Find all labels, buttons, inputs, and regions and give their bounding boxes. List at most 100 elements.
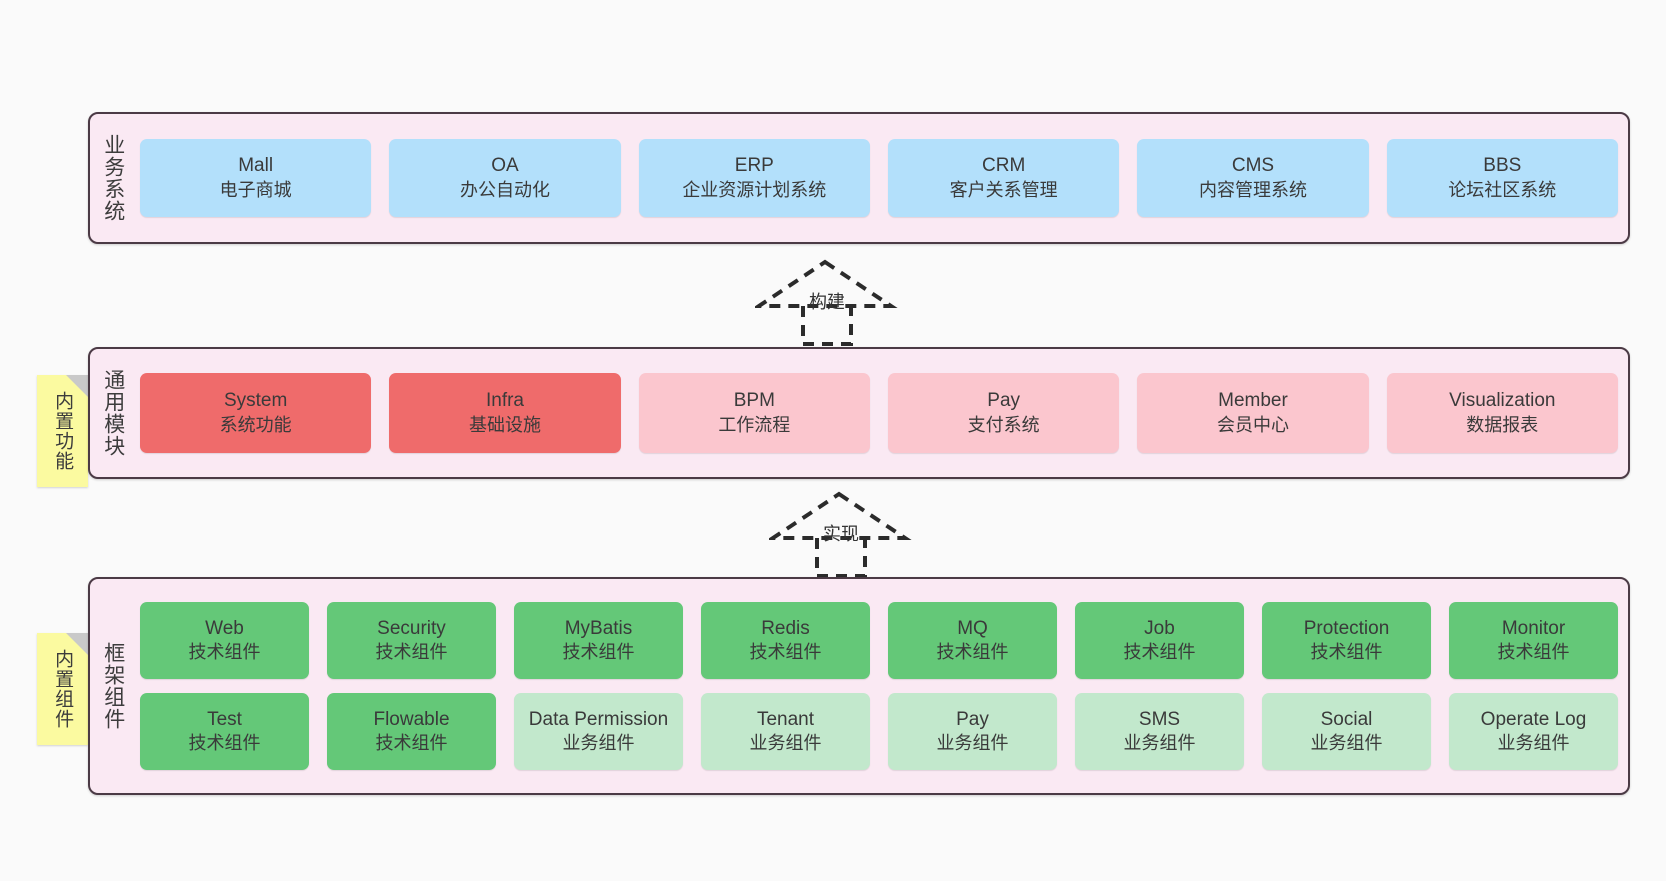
card-title: Job: [1144, 617, 1175, 639]
card-subtitle: 业务组件: [562, 733, 635, 754]
component-card-test[interactable]: Test 技术组件: [140, 693, 309, 770]
connector-build-arrow: [752, 259, 898, 346]
component-card-monitor[interactable]: Monitor 技术组件: [1449, 602, 1618, 679]
connector-build: 构建: [752, 258, 905, 348]
card-title: Redis: [761, 617, 810, 639]
card-subtitle: 内容管理系统: [1198, 179, 1307, 200]
card-title: SMS: [1138, 708, 1181, 730]
component-card-pay[interactable]: Pay 业务组件: [888, 693, 1057, 770]
card-title: BPM: [733, 390, 775, 412]
component-card-security[interactable]: Security 技术组件: [327, 602, 496, 679]
layer-common-module-label: 通用模块: [101, 369, 125, 457]
card-title: OA: [491, 155, 519, 177]
card-subtitle: 技术组件: [1497, 642, 1570, 663]
card-subtitle: 技术组件: [375, 642, 448, 663]
connector-implement-arrow: [766, 491, 912, 578]
card-title: Social: [1320, 708, 1373, 730]
card-subtitle: 办公自动化: [459, 179, 550, 200]
card-title: CRM: [982, 155, 1026, 177]
card-title: Pay: [987, 390, 1021, 412]
connector-implement: 实现: [766, 490, 919, 580]
card-subtitle: 业务组件: [1497, 733, 1570, 754]
card-subtitle: 论坛社区系统: [1448, 179, 1557, 200]
card-title: Infra: [485, 390, 524, 412]
component-card-flowable[interactable]: Flowable 技术组件: [327, 693, 496, 770]
card-subtitle: 业务组件: [936, 733, 1009, 754]
card-subtitle: 系统功能: [219, 414, 292, 435]
card-title: Operate Log: [1480, 708, 1587, 730]
card-subtitle: 技术组件: [375, 733, 448, 754]
connector-build-label: 构建: [809, 292, 845, 312]
sticky-note-builtin-components: 内置组件: [37, 633, 88, 745]
note-fold-corner-icon: [66, 375, 88, 397]
card-title: Mall: [238, 155, 274, 177]
sticky-note-builtin-components-text: 内置组件: [52, 649, 74, 729]
card-title: Protection: [1303, 617, 1390, 639]
card-title: Monitor: [1501, 617, 1566, 639]
component-card-job[interactable]: Job 技术组件: [1075, 602, 1244, 679]
card-subtitle: 数据报表: [1466, 414, 1539, 435]
note-fold-corner-icon: [66, 633, 88, 655]
card-title: Web: [205, 617, 244, 639]
component-card-web[interactable]: Web 技术组件: [140, 602, 309, 679]
card-subtitle: 工作流程: [718, 414, 791, 435]
card-title: Flowable: [373, 708, 450, 730]
layer-framework-component[interactable]: 框架组件 Web 技术组件 Security 技术组件 MyBatis 技术组件 Redis…: [88, 577, 1630, 795]
card-subtitle: 电子商城: [219, 179, 292, 200]
sticky-note-builtin-features-text: 内置功能: [52, 391, 74, 471]
sticky-note-builtin-features: 内置功能: [37, 375, 88, 487]
card-subtitle: 业务组件: [1310, 733, 1383, 754]
component-card-protection[interactable]: Protection 技术组件: [1262, 602, 1431, 679]
component-card-mybatis[interactable]: MyBatis 技术组件: [514, 602, 683, 679]
card-title: MQ: [957, 617, 988, 639]
component-card-mq[interactable]: MQ 技术组件: [888, 602, 1057, 679]
card-title: Visualization: [1449, 390, 1556, 412]
card-title: CMS: [1231, 155, 1275, 177]
card-title: Pay: [956, 708, 989, 730]
layer-framework-component-label: 框架组件: [101, 642, 125, 730]
card-subtitle: 技术组件: [188, 642, 261, 663]
card-title: ERP: [734, 155, 774, 177]
card-title: Test: [207, 708, 242, 730]
card-title: Member: [1218, 390, 1288, 412]
card-title: BBS: [1483, 155, 1522, 177]
layer-business-system-label: 业务系统: [101, 134, 125, 222]
card-subtitle: 技术组件: [1123, 642, 1196, 663]
card-subtitle: 支付系统: [967, 414, 1040, 435]
connector-implement-label: 实现: [823, 524, 859, 544]
card-subtitle: 基础设施: [468, 414, 541, 435]
card-subtitle: 技术组件: [936, 642, 1009, 663]
card-title: MyBatis: [564, 617, 633, 639]
component-card-social[interactable]: Social 业务组件: [1262, 693, 1431, 770]
card-subtitle: 技术组件: [562, 642, 635, 663]
card-subtitle: 技术组件: [1310, 642, 1383, 663]
component-card-operate-log[interactable]: Operate Log 业务组件: [1449, 693, 1618, 770]
card-title: System: [223, 390, 288, 412]
card-subtitle: 企业资源计划系统: [682, 179, 827, 200]
card-subtitle: 业务组件: [749, 733, 822, 754]
card-title: Security: [377, 617, 446, 639]
card-subtitle: 技术组件: [188, 733, 261, 754]
